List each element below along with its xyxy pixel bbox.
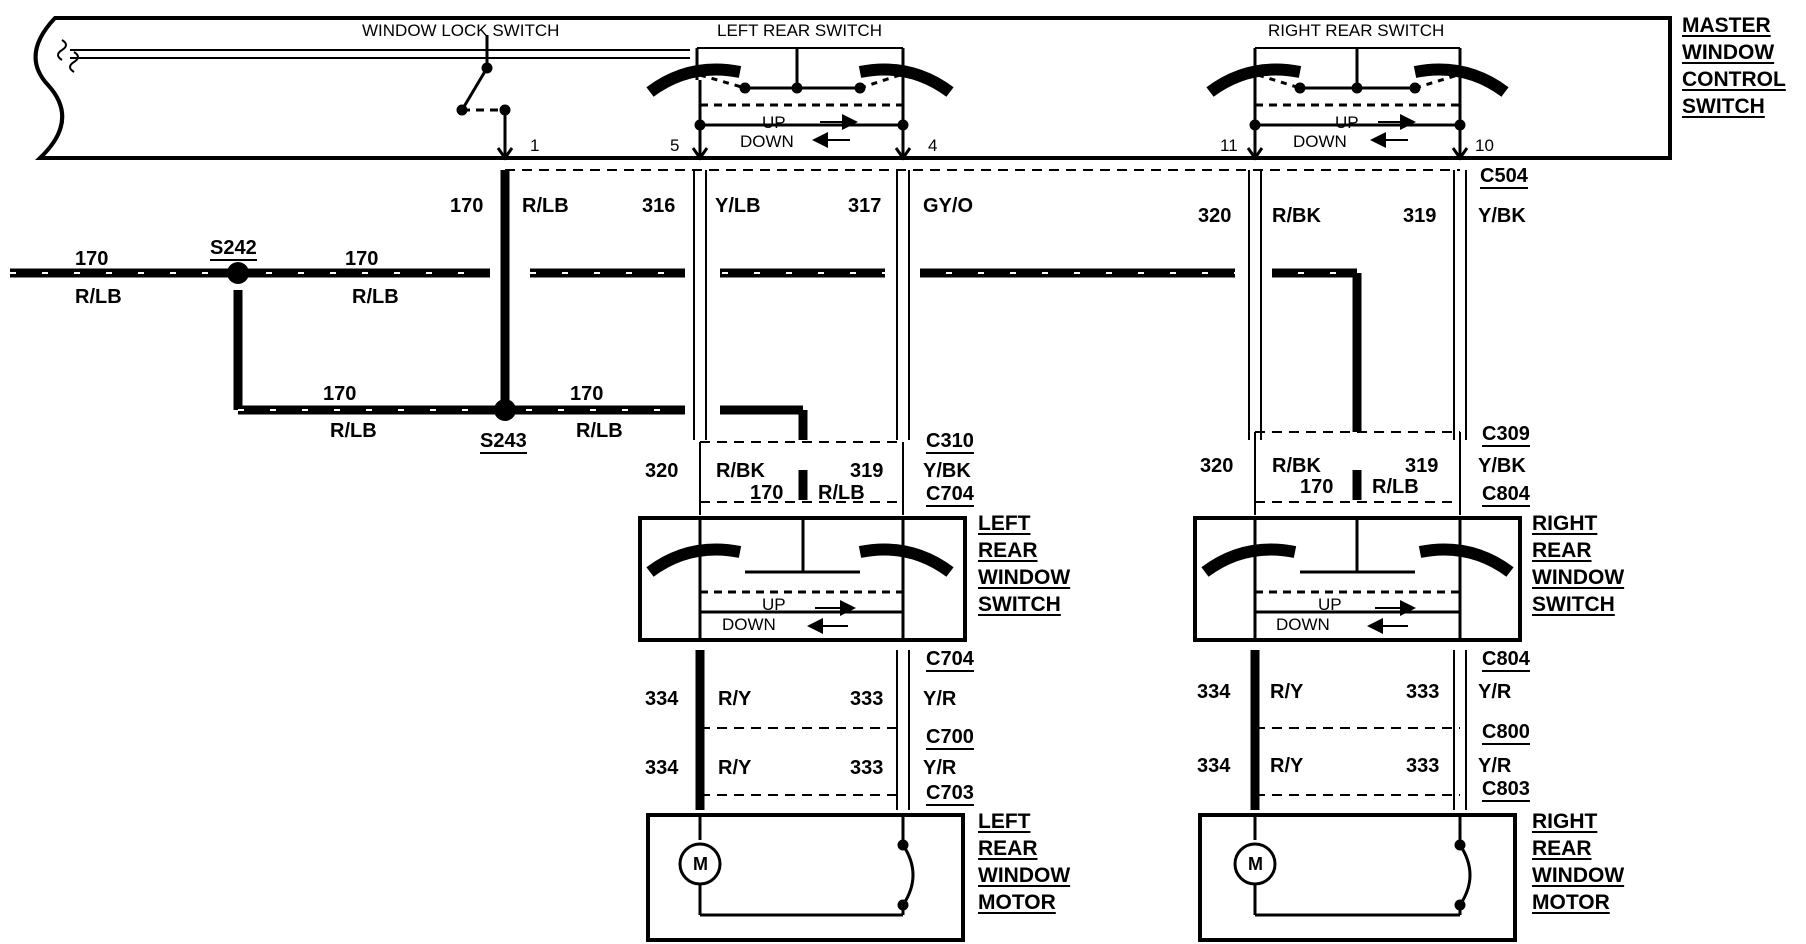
pin-5: 5 (670, 136, 680, 155)
connector-c704-top: C704 (926, 483, 974, 507)
circuit-320: 320 (1198, 205, 1232, 227)
circuit-ry: R/Y (718, 688, 752, 710)
window-lock-switch (456, 35, 514, 161)
splice-s242-label: S242 (210, 237, 257, 261)
right-rear-window-switch-box (1193, 516, 1522, 642)
connector-c700: C700 (926, 726, 974, 750)
master-right-rear-switch (1206, 47, 1509, 161)
circuit-334: 334 (645, 688, 679, 710)
circuit-316: 316 (642, 195, 676, 217)
circuit-317: 317 (848, 195, 882, 217)
connector-c309: C309 (1482, 423, 1530, 447)
master-switch-box (33, 16, 1672, 160)
right-switch-up-label: UP (1318, 595, 1342, 614)
right-rear-switch-label: RIGHT REAR SWITCH (1268, 21, 1445, 40)
connector-c804-bottom: C804 (1482, 648, 1530, 672)
circuit-ylb: Y/LB (715, 195, 761, 217)
master-left-down-label: DOWN (740, 132, 794, 151)
right-switch-down-label: DOWN (1276, 615, 1330, 634)
left-rear-window-switch-box (638, 516, 967, 642)
circuit-rlb: R/LB (818, 482, 865, 504)
circuit-170: 170 (750, 482, 784, 504)
circuit-334: 334 (1197, 681, 1231, 703)
circuit-319: 319 (1403, 205, 1437, 227)
left-switch-up-label: UP (762, 595, 786, 614)
circuit-ry: R/Y (718, 757, 752, 779)
circuit-334: 334 (1197, 755, 1231, 777)
connector-c803: C803 (1482, 778, 1530, 802)
connector-c310: C310 (926, 430, 974, 454)
circuit-ybk: Y/BK (1478, 455, 1526, 477)
circuit-yr: Y/R (923, 688, 957, 710)
circuit-ry: R/Y (1270, 681, 1304, 703)
connector-c703: C703 (926, 782, 974, 806)
connector-c704-bottom: C704 (926, 648, 974, 672)
circuit-yr: Y/R (1478, 755, 1512, 777)
circuit-319: 319 (850, 460, 884, 482)
circuit-gyo: GY/O (923, 195, 974, 217)
circuit-334: 334 (645, 757, 679, 779)
circuit-rlb: R/LB (1372, 476, 1419, 498)
circuit-rbk: R/BK (1272, 455, 1321, 477)
wire-170-rlb (10, 170, 1362, 500)
circuit-170: 170 (323, 383, 357, 405)
circuit-170: 170 (345, 248, 379, 270)
left-switch-down-label: DOWN (722, 615, 776, 634)
pin-10: 10 (1475, 136, 1494, 155)
left-rear-window-motor-box (646, 813, 965, 942)
circuit-ybk: Y/BK (1478, 205, 1526, 227)
splice-s243-label: S243 (480, 430, 527, 454)
right-rear-window-motor-box (1198, 813, 1517, 942)
master-left-rear-switch (646, 47, 954, 161)
circuit-rbk: R/BK (716, 460, 765, 482)
circuit-333: 333 (1406, 755, 1440, 777)
circuit-rbk: R/BK (1272, 205, 1321, 227)
circuit-320: 320 (1200, 455, 1234, 477)
circuit-170: 170 (450, 195, 484, 217)
signal-wires (693, 170, 1467, 440)
pin-1: 1 (530, 136, 540, 155)
circuit-rlb: R/LB (330, 420, 377, 442)
circuit-ybk: Y/BK (923, 460, 971, 482)
connector-c800: C800 (1482, 721, 1530, 745)
circuit-yr: Y/R (1478, 681, 1512, 703)
pin-4: 4 (928, 136, 938, 155)
pin-11: 11 (1220, 136, 1238, 155)
circuit-333: 333 (1406, 681, 1440, 703)
circuit-ry: R/Y (1270, 755, 1304, 777)
window-lock-switch-label: WINDOW LOCK SWITCH (362, 21, 560, 40)
connector-c804-top: C804 (1482, 483, 1530, 507)
left-motor-symbol: M (693, 854, 708, 874)
master-left-up-label: UP (762, 113, 786, 132)
connector-rows (700, 431, 1460, 796)
circuit-333: 333 (850, 757, 884, 779)
circuit-rlb: R/LB (522, 195, 569, 217)
circuit-170: 170 (570, 383, 604, 405)
circuit-320: 320 (645, 460, 679, 482)
circuit-rlb: R/LB (576, 420, 623, 442)
circuit-319: 319 (1405, 455, 1439, 477)
master-right-down-label: DOWN (1293, 132, 1347, 151)
motor-wires (695, 650, 1467, 810)
connector-c504: C504 (1480, 165, 1528, 189)
splice-s242 (227, 262, 249, 284)
circuit-rlb: R/LB (352, 286, 399, 308)
circuit-170: 170 (75, 248, 109, 270)
master-right-up-label: UP (1335, 113, 1359, 132)
circuit-170: 170 (1300, 476, 1334, 498)
circuit-333: 333 (850, 688, 884, 710)
left-rear-switch-label: LEFT REAR SWITCH (717, 21, 882, 40)
circuit-yr: Y/R (923, 757, 957, 779)
right-motor-symbol: M (1248, 854, 1263, 874)
splice-s243 (494, 399, 516, 421)
circuit-rlb: R/LB (75, 286, 122, 308)
